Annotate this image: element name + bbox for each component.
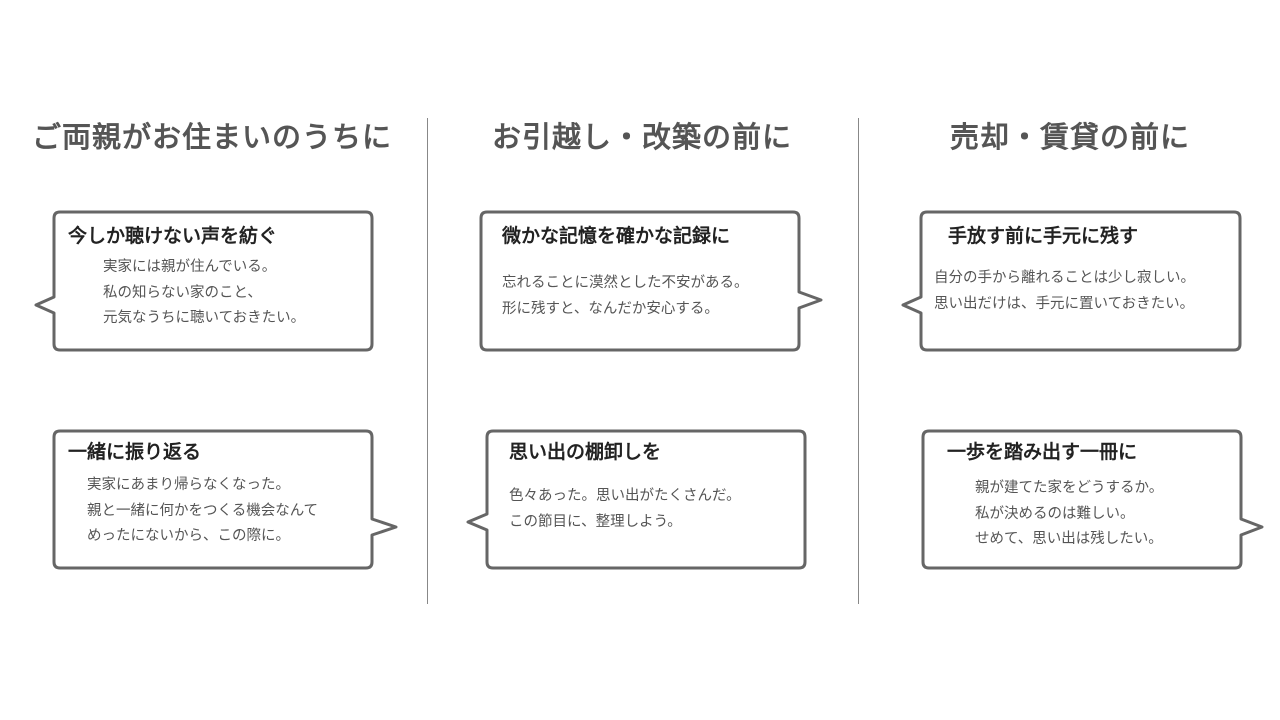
card-body-line: 親が建てた家をどうするか。	[975, 480, 1164, 496]
card-body: 実家にあまり帰らなくなった。 親と一緒に何かをつくる機会なんて めったにないから…	[87, 473, 318, 550]
speech-bubble-left-tail	[466, 429, 807, 570]
card-body-line: 実家には親が住んでいる。	[103, 259, 277, 275]
card-title: 思い出の棚卸しを	[509, 441, 662, 463]
card-body: 色々あった。思い出がたくさんだ。 この節目に、整理しよう。	[509, 484, 741, 535]
column-divider	[427, 118, 428, 604]
column-heading-1: ご両親がお住まいのうちに	[31, 120, 392, 154]
card-body-line: 思い出だけは、手元に置いておきたい。	[934, 295, 1195, 312]
card-title: 一歩を踏み出す一冊に	[947, 441, 1138, 463]
card-body-line: 元気なうちに聴いておきたい。	[103, 310, 306, 326]
card-body-line: 忘れることに漠然とした不安がある。	[502, 275, 749, 291]
card-body-line: この節目に、整理しよう。	[509, 513, 682, 530]
card-body-line: 形に残すと、なんだか安心する。	[502, 300, 719, 317]
column-divider	[858, 118, 859, 604]
card-body: 親が建てた家をどうするか。 私が決めるのは難しい。 せめて、思い出は残したい。	[975, 476, 1163, 553]
column-heading-3: 売却・賃貸の前に	[949, 120, 1190, 154]
card-body: 実家には親が住んでいる。 私の知らない家のこと、 元気なうちに聴いておきたい。	[103, 255, 305, 332]
card-title: 一緒に振り返る	[68, 441, 202, 463]
card-body-line: 自分の手から離れることは少し寂しい。	[934, 270, 1195, 286]
card-body: 自分の手から離れることは少し寂しい。 思い出だけは、手元に置いておきたい。	[934, 266, 1195, 317]
speech-bubble-right-tail	[479, 210, 823, 352]
card-body-line: 親と一緒に何かをつくる機会なんて	[87, 502, 318, 519]
column-heading-2: お引越し・改築の前に	[491, 120, 792, 154]
card-title: 手放す前に手元に残す	[948, 225, 1139, 247]
card-body-line: 色々あった。思い出がたくさんだ。	[509, 488, 741, 504]
speech-bubble-right-tail	[52, 429, 398, 570]
speech-bubble-left-tail	[901, 210, 1242, 352]
card-body-line: 私の知らない家のこと、	[103, 284, 262, 301]
card-body-line: せめて、思い出は残したい。	[975, 531, 1163, 547]
card-body-line: めったにないから、この際に。	[87, 528, 290, 544]
card-title: 微かな記憶を確かな記録に	[502, 225, 731, 247]
card-title: 今しか聴けない声を紡ぐ	[68, 225, 278, 247]
card-body: 忘れることに漠然とした不安がある。 形に残すと、なんだか安心する。	[502, 271, 749, 322]
speech-bubble-right-tail	[921, 429, 1264, 570]
card-body-line: 実家にあまり帰らなくなった。	[87, 477, 290, 493]
card-body-line: 私が決めるのは難しい。	[975, 505, 1135, 522]
speech-bubble-left-tail	[34, 210, 374, 352]
